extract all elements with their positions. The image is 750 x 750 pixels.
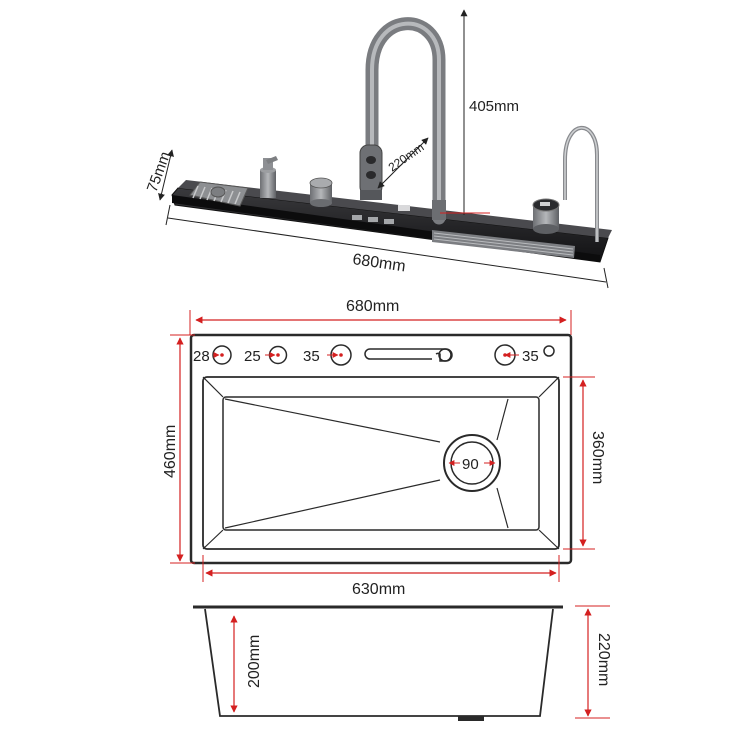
bowl-height-label: 360mm [589,431,606,484]
hole-35-right-label: 35 [522,348,539,365]
top-view: 680mm 28 25 35 [162,298,606,598]
hole-35-left: 35 [303,344,352,366]
bowl-inner [222,396,540,531]
deck-label-plate [398,205,410,211]
side-view: 200mm 220mm [193,605,612,721]
overflow-hole [543,345,555,357]
pull-down-faucet [359,17,446,225]
drain-outlet: 90 [443,434,501,492]
hole-35-right: 35 [494,344,539,366]
grill-slot [364,348,453,362]
deck-depth-label: 75mm [144,149,174,194]
deck-button [384,219,394,224]
perspective-view: 405mm 220mm 75mm 680mm [144,9,612,289]
hole-28-label: 28 [193,348,210,365]
bowl-outer [202,376,560,550]
width-dimension-line [167,217,607,283]
soap-dispenser [260,156,278,198]
depth-dimension-line [158,149,174,201]
hole-25: 25 [244,345,288,365]
sink-deck-top [178,180,612,238]
hole-35-left-label: 35 [303,348,320,365]
deck-button [368,217,378,222]
faucet-height-label: 405mm [469,98,519,115]
side-bowl-profile [204,608,554,717]
side-drain-stub [458,716,484,721]
inner-depth-label: 200mm [246,635,263,688]
bowl-width-label: 630mm [352,581,405,598]
reach-dimension-line [377,137,429,189]
rotary-knob [309,177,333,207]
digital-display-knob [532,198,560,234]
top-width-label: 680mm [346,298,399,315]
faucet-reach-label: 220mm [386,140,427,174]
sink-outer-rim [189,333,573,565]
drain-slope-lines [224,398,509,529]
drain-diameter-label: 90 [462,456,479,473]
deck-button [352,215,362,220]
hole-25-label: 25 [244,348,261,365]
filter-faucet [563,125,599,242]
perspective-width-label: 680mm [351,251,406,275]
outer-depth-label: 220mm [595,633,612,686]
overall-height-label: 460mm [162,425,179,478]
hole-28: 28 [193,345,232,365]
